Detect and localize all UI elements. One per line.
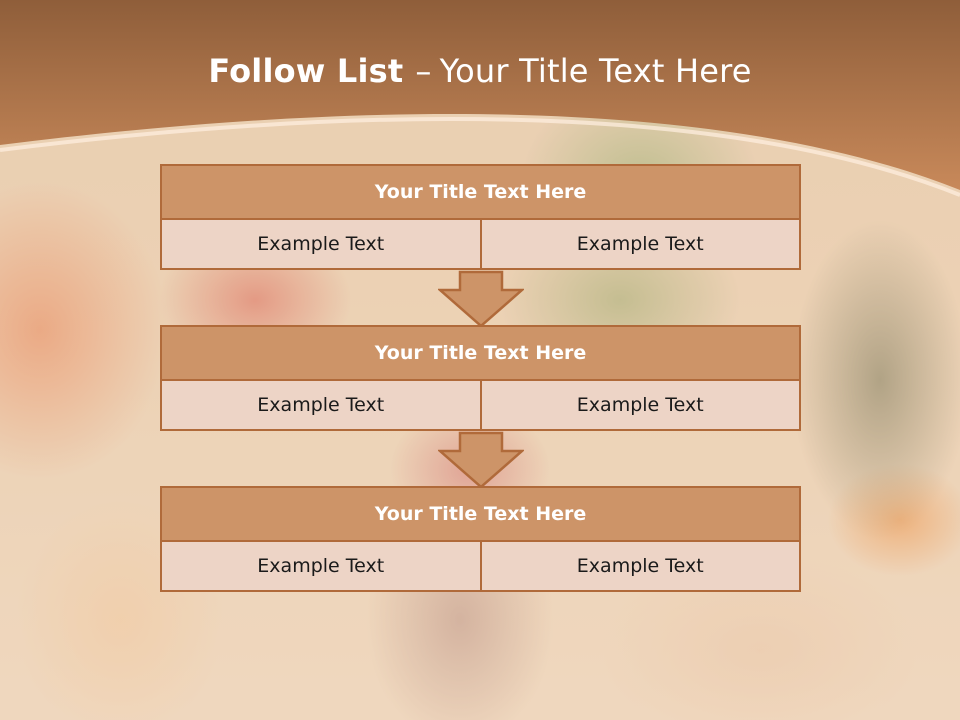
block-cell-left: Example Text [160, 542, 482, 592]
block-title: Your Title Text Here [160, 325, 801, 381]
block-cell-right: Example Text [481, 381, 801, 431]
block-title: Your Title Text Here [160, 164, 801, 220]
list-block-3: Your Title Text Here Example Text Exampl… [160, 486, 801, 592]
block-row: Example Text Example Text [160, 220, 801, 270]
title-rest: Your Title Text Here [439, 52, 752, 90]
block-cell-right: Example Text [481, 542, 801, 592]
down-arrow-icon [438, 431, 524, 489]
list-block-1: Your Title Text Here Example Text Exampl… [160, 164, 801, 270]
block-title: Your Title Text Here [160, 486, 801, 542]
block-cell-left: Example Text [160, 220, 482, 270]
block-row: Example Text Example Text [160, 542, 801, 592]
block-row: Example Text Example Text [160, 381, 801, 431]
header-band [0, 0, 960, 200]
block-cell-right: Example Text [481, 220, 801, 270]
title-separator: – [415, 52, 432, 90]
block-cell-left: Example Text [160, 381, 482, 431]
list-block-2: Your Title Text Here Example Text Exampl… [160, 325, 801, 431]
page-title: Follow List–Your Title Text Here [0, 52, 960, 90]
title-bold: Follow List [208, 52, 404, 90]
down-arrow-icon [438, 270, 524, 328]
